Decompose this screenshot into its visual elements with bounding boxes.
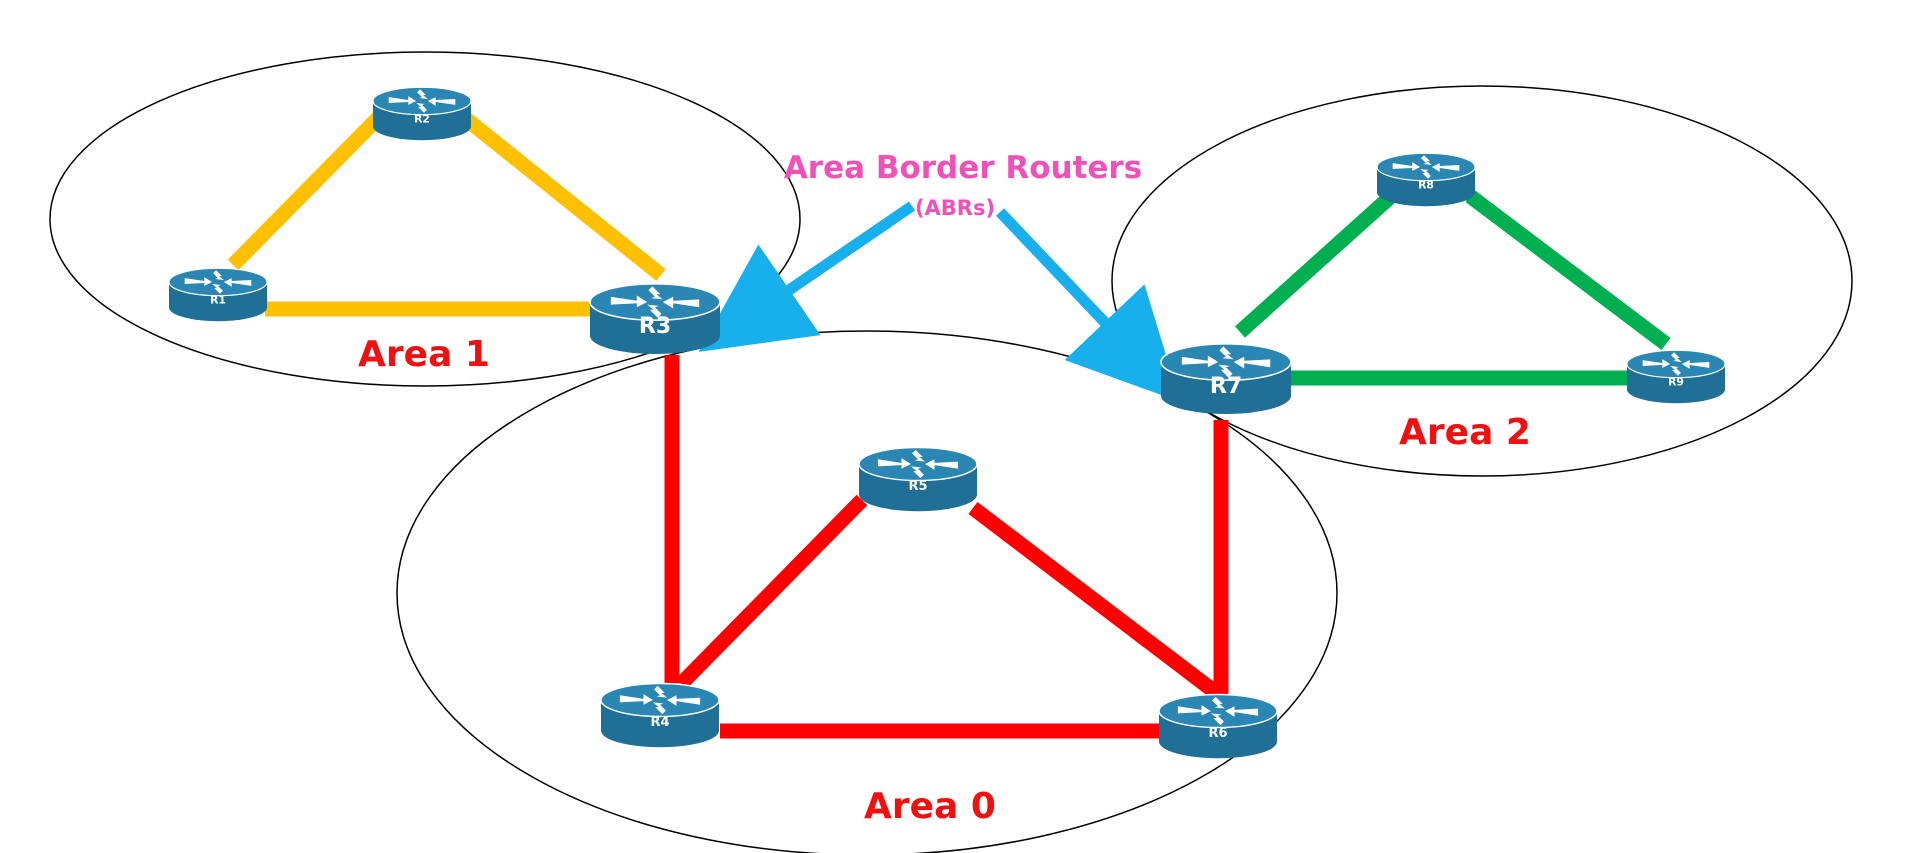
area-1-boundary (49, 51, 801, 387)
link-r7-r8 (1234, 184, 1404, 338)
abr-title: Area Border Routers (784, 150, 1142, 186)
area-1-label: Area 1 (358, 334, 490, 375)
router-r1: R1 (168, 267, 268, 322)
link-r8-r9 (1465, 190, 1671, 350)
link-r2-r3 (460, 112, 666, 281)
area-0-boundary (396, 330, 1338, 853)
router-label: R9 (1668, 376, 1684, 389)
area-0-label: Area 0 (864, 786, 996, 827)
links (227, 110, 1671, 739)
router-label: R3 (639, 313, 671, 339)
link-r1-r2 (227, 110, 386, 271)
router-label: R1 (210, 294, 226, 307)
area-2-boundary (1111, 85, 1853, 477)
router-r5: R5 (858, 446, 978, 512)
router-r6: R6 (1158, 693, 1278, 759)
router-r8: R8 (1376, 152, 1476, 207)
router-r4: R4 (600, 682, 720, 748)
router-label: R2 (414, 113, 430, 126)
link-r4-r5 (675, 494, 868, 690)
router-label: R5 (908, 479, 927, 494)
router-label: R7 (1210, 373, 1242, 399)
router-r2: R2 (372, 86, 472, 141)
router-r9: R9 (1626, 349, 1726, 404)
router-r7: R7 (1160, 343, 1292, 415)
router-label: R8 (1418, 179, 1434, 192)
area-2-label: Area 2 (1399, 412, 1531, 453)
abr-arrow-to-r7 (996, 208, 1181, 402)
router-r3: R3 (589, 283, 721, 355)
abr-subtitle: (ABRs) (915, 196, 995, 220)
router-label: R6 (1208, 726, 1227, 741)
link-r5-r6 (968, 502, 1220, 698)
router-label: R4 (650, 715, 669, 730)
abr-arrow-to-r3 (698, 201, 916, 352)
